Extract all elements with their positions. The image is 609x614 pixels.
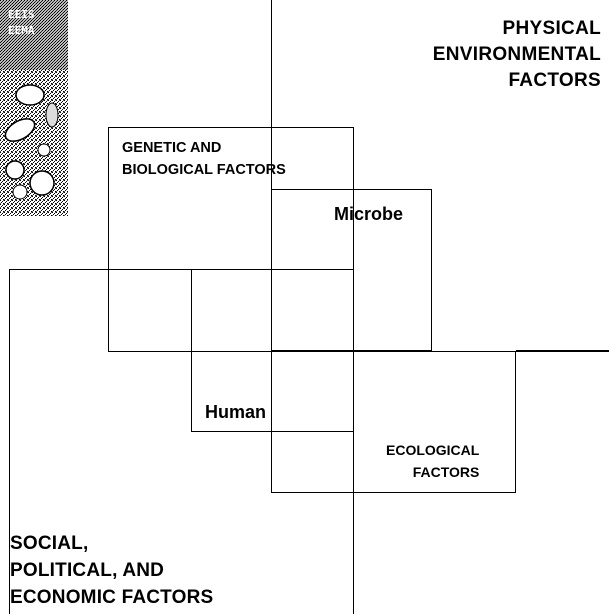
ecological-region-edge-line bbox=[516, 350, 609, 351]
physical-environmental-factors-label: PHYSICAL ENVIRONMENTAL FACTORS bbox=[433, 16, 601, 94]
social-political-economic-factors-region bbox=[9, 269, 354, 614]
physical-label-line-3: FACTORS bbox=[508, 70, 601, 91]
human-region bbox=[191, 269, 354, 432]
genetic-biological-factors-label: GENETIC AND BIOLOGICAL FACTORS bbox=[122, 137, 286, 181]
ecological-label-line-1: ECOLOGICAL bbox=[386, 442, 480, 458]
svg-text:EEIS: EEIS bbox=[8, 8, 35, 21]
microbe-label: Microbe bbox=[334, 204, 404, 224]
ecological-factors-region bbox=[271, 351, 516, 493]
genetic-biological-factors-region bbox=[108, 127, 354, 352]
social-label-line-2: POLITICAL, AND bbox=[10, 560, 165, 581]
svg-text:EEMA: EEMA bbox=[8, 24, 35, 37]
microbe-region bbox=[271, 189, 432, 351]
social-political-economic-factors-label: SOCIAL, POLITICAL, AND ECONOMIC FACTORS bbox=[10, 530, 213, 611]
social-label-line-3: ECONOMIC FACTORS bbox=[10, 587, 214, 608]
physical-label-line-1: PHYSICAL bbox=[502, 18, 601, 39]
human-label: Human bbox=[205, 402, 267, 422]
genetic-label-line-1: GENETIC AND bbox=[122, 140, 222, 156]
ecological-factors-label: ECOLOGICAL FACTORS bbox=[386, 439, 479, 483]
genetic-label-line-2: BIOLOGICAL FACTORS bbox=[122, 162, 286, 178]
physical-label-line-2: ENVIRONMENTAL bbox=[432, 44, 601, 65]
social-label-line-1: SOCIAL, bbox=[10, 533, 89, 554]
microscopy-image-icon: EEIS EEMA bbox=[0, 0, 68, 216]
ecological-label-line-2: FACTORS bbox=[412, 464, 480, 480]
